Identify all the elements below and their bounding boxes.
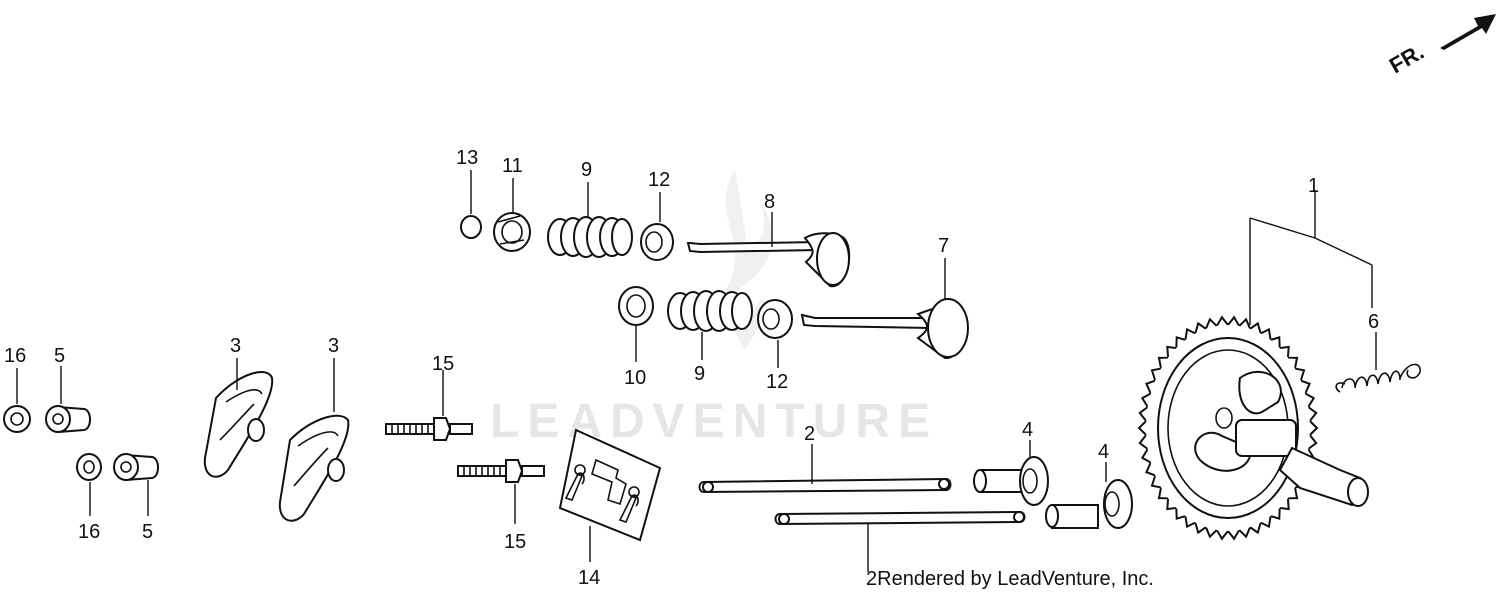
part-11-valve-seal <box>493 212 531 252</box>
callout-7: 7 <box>938 235 949 257</box>
callout-10: 10 <box>624 367 646 389</box>
callout-labels: 13 11 9 12 8 7 10 9 12 1 6 16 5 3 3 15 1… <box>4 147 1379 589</box>
callout-3-left: 3 <box>230 335 241 357</box>
part-9-valve-spring-lower <box>667 290 753 332</box>
part-14-guide-plate <box>558 428 662 542</box>
part-5-pivot-upper <box>45 405 91 434</box>
part-7-valve <box>800 298 969 360</box>
part-12-retainer-lower <box>757 299 793 339</box>
callout-15-upper: 15 <box>432 353 454 375</box>
part-3-rocker-arm-left <box>203 371 274 478</box>
part-8-valve <box>686 232 851 288</box>
watermark: LEADVENTURE <box>490 395 938 448</box>
part-4-tappet-lower <box>1045 479 1133 529</box>
callout-16-lower: 16 <box>78 521 100 543</box>
callout-2-lower: 2 <box>866 568 878 590</box>
part-2-push-rod-lower <box>774 510 1026 526</box>
part-10-valve-seal <box>618 286 654 326</box>
part-3-rocker-arm-right <box>278 414 350 522</box>
part-6-spring <box>1335 363 1421 393</box>
part-13-cotter <box>460 215 482 239</box>
callout-2-upper: 2 <box>804 423 815 445</box>
part-12-retainer-upper <box>640 223 674 261</box>
part-15-stud-upper <box>385 417 473 441</box>
credit-line: 2Rendered by LeadVenture, Inc. <box>866 568 1154 591</box>
credit-text: Rendered by LeadVenture, Inc. <box>877 568 1154 590</box>
callout-6: 6 <box>1368 311 1379 333</box>
callout-12-lower: 12 <box>766 371 788 393</box>
callout-5-upper: 5 <box>54 345 65 367</box>
callout-15-lower: 15 <box>504 531 526 553</box>
callout-4-upper: 4 <box>1022 419 1033 441</box>
part-4-tappet-upper <box>973 456 1049 506</box>
part-16-nut-upper <box>3 405 31 433</box>
callout-9-upper: 9 <box>581 159 592 181</box>
front-arrow-icon <box>1440 14 1496 50</box>
part-15-stud-lower <box>457 459 545 483</box>
callout-16-upper: 16 <box>4 345 26 367</box>
callout-5-lower: 5 <box>142 521 153 543</box>
callout-1: 1 <box>1308 175 1319 197</box>
part-5-pivot-lower <box>113 453 159 482</box>
part-1-camshaft-gear <box>1137 315 1369 541</box>
fr-label: FR. <box>1385 39 1428 78</box>
callout-4-lower: 4 <box>1098 441 1109 463</box>
part-2-push-rod-upper <box>698 477 952 494</box>
callout-11: 11 <box>502 155 523 177</box>
part-9-valve-spring-upper <box>547 216 633 258</box>
callout-8: 8 <box>764 191 775 213</box>
callout-9-lower: 9 <box>694 363 705 385</box>
callout-3-right: 3 <box>328 335 339 357</box>
callout-12-upper: 12 <box>648 169 670 191</box>
callout-14: 14 <box>578 567 600 589</box>
front-direction-indicator: FR. <box>1385 14 1496 78</box>
callout-13: 13 <box>456 147 478 169</box>
part-16-nut-lower <box>76 453 102 481</box>
